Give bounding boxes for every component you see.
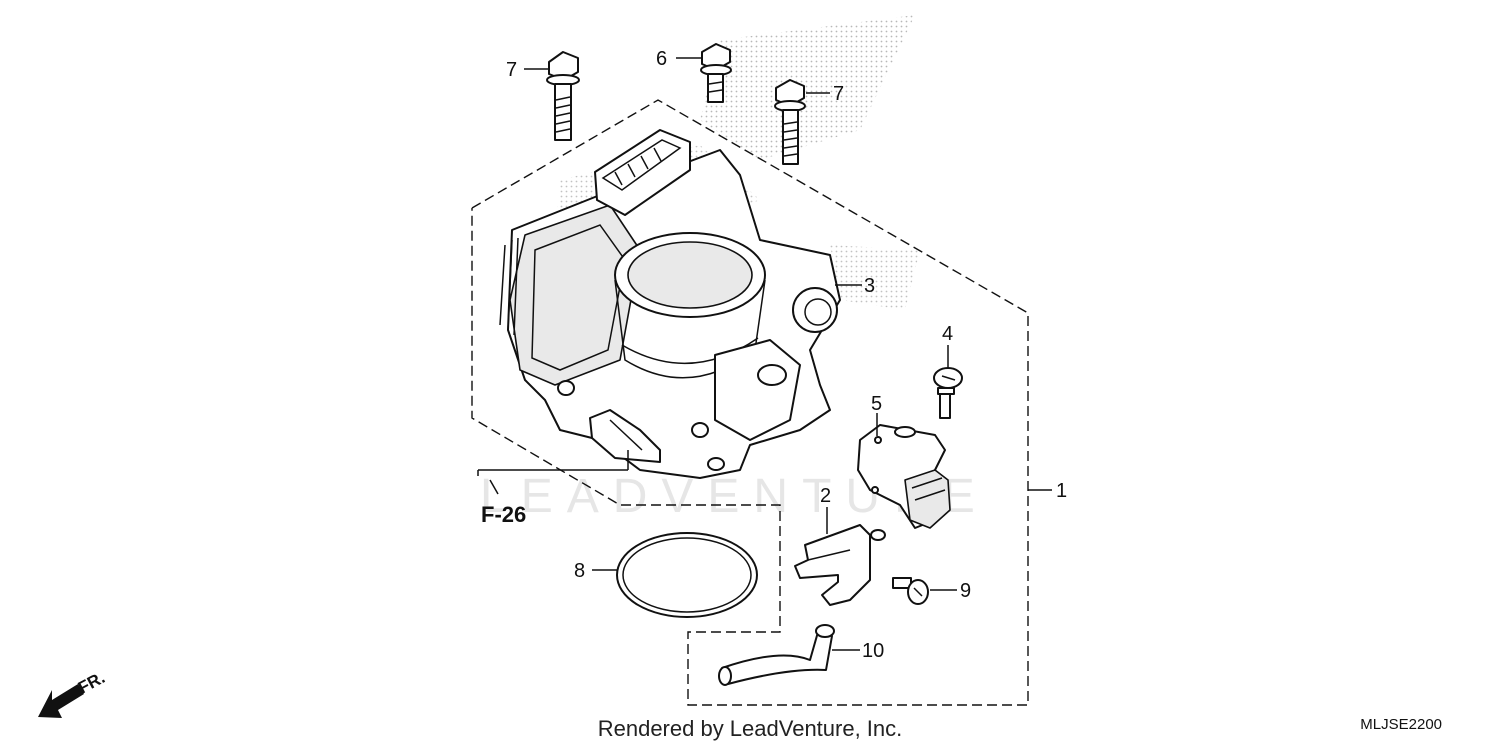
o-ring bbox=[616, 532, 758, 618]
callout-2: 2 bbox=[820, 485, 831, 507]
diagram-code: MLJSE2200 bbox=[1360, 716, 1442, 733]
assembly-boundary bbox=[471, 99, 1029, 706]
bolt-6 bbox=[700, 43, 732, 103]
callout-10: 10 bbox=[862, 640, 884, 662]
hose bbox=[718, 624, 835, 686]
bolt-7-left bbox=[546, 51, 580, 141]
callout-6: 6 bbox=[656, 48, 667, 70]
bracket bbox=[794, 524, 886, 606]
callout-7-left: 7 bbox=[506, 59, 517, 81]
callout-8: 8 bbox=[574, 560, 585, 582]
callout-5: 5 bbox=[871, 393, 882, 415]
reference-f26: F-26 bbox=[481, 502, 526, 527]
callout-4: 4 bbox=[942, 323, 953, 345]
throttle-position-sensor bbox=[857, 424, 951, 529]
callout-1: 1 bbox=[1056, 480, 1067, 502]
callout-7-right: 7 bbox=[833, 83, 844, 105]
leader-lines bbox=[477, 57, 1052, 651]
footer-credit: Rendered by LeadVenture, Inc. bbox=[597, 716, 903, 741]
throttle-body bbox=[499, 129, 841, 479]
callout-9: 9 bbox=[960, 580, 971, 602]
bolt-7-right bbox=[774, 79, 806, 165]
callout-3: 3 bbox=[864, 275, 875, 297]
screw-9 bbox=[892, 577, 929, 605]
front-direction-arrow: FR. bbox=[38, 668, 108, 718]
screw-4 bbox=[933, 367, 963, 419]
